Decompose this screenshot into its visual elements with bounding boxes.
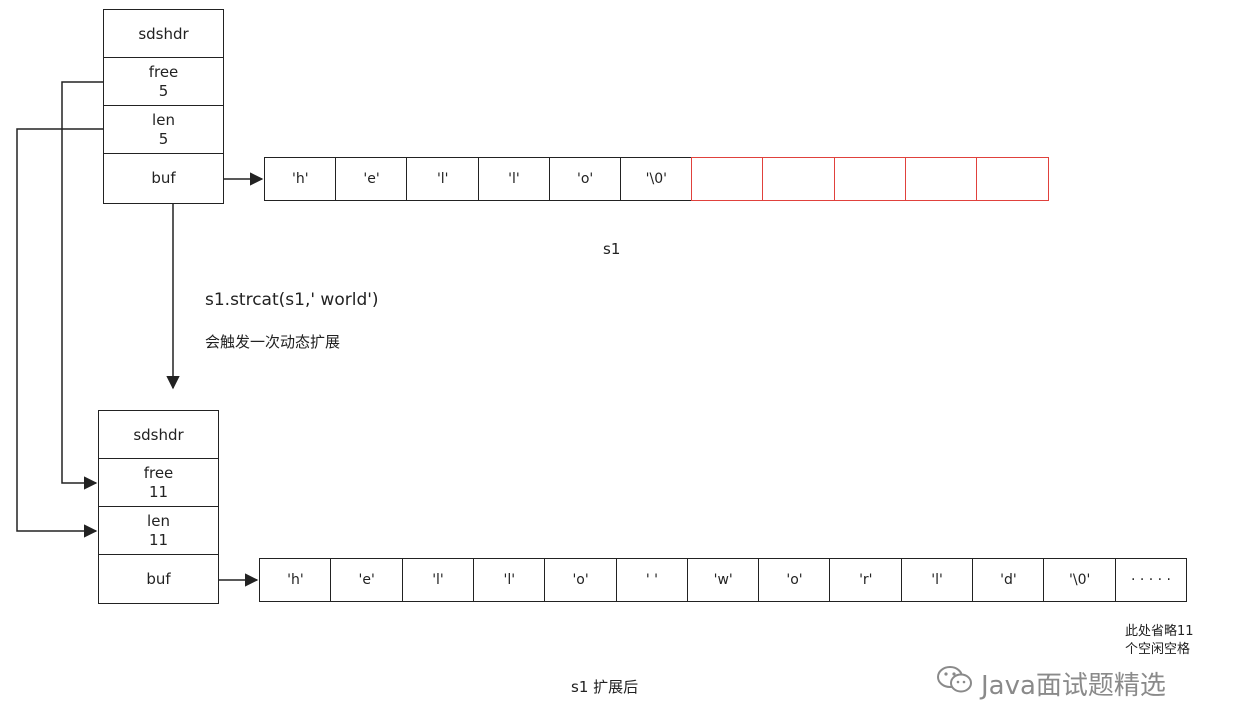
top-cell: 'o'	[548, 157, 622, 201]
bottom-cell: ' '	[615, 558, 689, 602]
bottom-cell: 'l'	[401, 558, 475, 602]
free-link-arrow	[61, 81, 104, 490]
len-link-arrow	[16, 128, 104, 538]
top-sdshdr-header: sdshdr	[103, 9, 224, 59]
top-cell: 'l'	[477, 157, 551, 201]
bottom-cell: 'h'	[259, 558, 332, 602]
top-cell: 'e'	[335, 157, 408, 201]
top-free-space-cell	[976, 157, 1049, 201]
bottom-len-field: len 11	[98, 506, 219, 556]
bottom-cell: 'o'	[544, 558, 617, 602]
bottom-sdshdr-label: sdshdr	[133, 425, 184, 444]
top-cell: 'l'	[406, 157, 480, 201]
top-sdshdr-label: sdshdr	[138, 24, 189, 43]
omitted-spaces-note: 此处省略11 个空闲空格	[1125, 623, 1194, 659]
watermark-text: Java面试题精选	[981, 670, 1166, 701]
bottom-len-value: 11	[148, 531, 169, 549]
bottom-cell: 'o'	[758, 558, 831, 602]
bottom-cell: · · · · ·	[1114, 558, 1188, 602]
top-buf-label: buf	[151, 169, 176, 187]
bottom-buf-label: buf	[146, 569, 171, 588]
omitted-note-line1: 此处省略11	[1125, 624, 1194, 639]
bottom-caption: s1 扩展后	[571, 678, 639, 696]
top-len-field: len 5	[103, 105, 224, 155]
bottom-sdshdr-header: sdshdr	[98, 410, 219, 460]
top-free-space-cell	[904, 157, 978, 201]
bottom-buf-field: buf	[98, 554, 219, 604]
bottom-free-label: free	[143, 464, 174, 482]
bottom-free-value: 11	[148, 483, 169, 501]
bottom-cell: 'd'	[972, 558, 1045, 602]
top-free-value: 5	[158, 82, 169, 100]
strcat-command: s1.strcat(s1,' world')	[205, 290, 379, 310]
wechat-icon	[935, 664, 975, 703]
top-free-space-cell	[833, 157, 907, 201]
top-free-field: free 5	[103, 57, 224, 107]
bottom-len-label: len	[147, 512, 170, 530]
top-free-space-cell	[691, 157, 764, 201]
bottom-free-field: free 11	[98, 458, 219, 508]
bottom-cell: 'e'	[330, 558, 404, 602]
top-caption: s1	[603, 240, 621, 258]
top-free-space-cell	[762, 157, 836, 201]
watermark: Java面试题精选	[935, 663, 1166, 703]
top-cell: 'h'	[264, 157, 337, 201]
bottom-cell: 'r'	[829, 558, 903, 602]
top-free-label: free	[148, 63, 179, 81]
expansion-note: 会触发一次动态扩展	[205, 333, 341, 351]
bottom-cell: 'w'	[686, 558, 760, 602]
top-buf-field: buf	[103, 153, 224, 204]
bottom-cell: 'l'	[900, 558, 974, 602]
bottom-cell: '\0'	[1043, 558, 1117, 602]
bottom-cell: 'l'	[472, 558, 546, 602]
top-cell: '\0'	[620, 157, 693, 201]
top-len-value: 5	[158, 130, 169, 148]
omitted-note-line2: 个空闲空格	[1125, 642, 1191, 657]
top-len-label: len	[152, 111, 175, 129]
